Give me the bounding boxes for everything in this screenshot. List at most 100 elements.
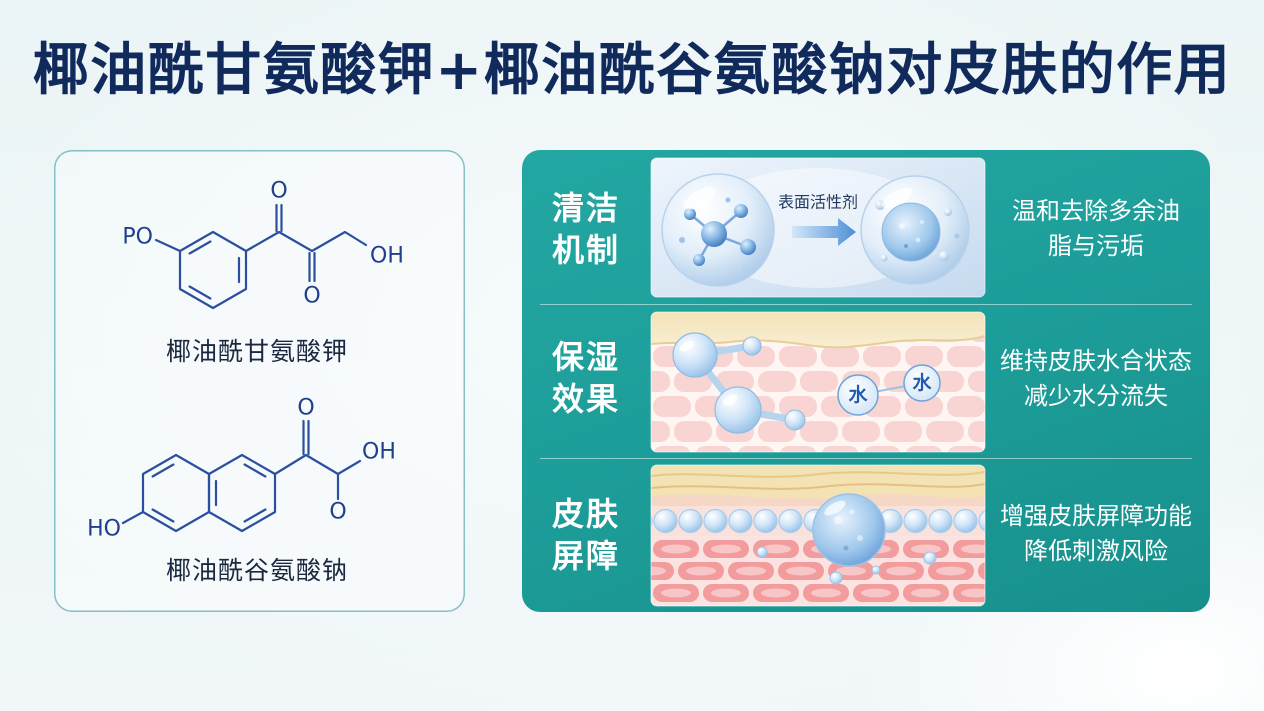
atom-label-oh: OH	[370, 244, 404, 269]
naphthalene-ring-right	[207, 453, 277, 533]
blob-texture	[843, 545, 849, 551]
cleansing-illustration: 表面活性剂	[651, 158, 985, 297]
micro-bubble	[880, 254, 888, 262]
molecule-atom	[734, 204, 748, 218]
aromatic-double-bond	[188, 240, 212, 255]
molecule-atom	[693, 254, 705, 266]
structure-sodium-cocoyl-glutamate	[121, 419, 362, 533]
description-line: 减少水分流失	[1024, 382, 1168, 410]
surfactant-label: 表面活性剂	[778, 193, 858, 212]
structure-potassium-cocoyl-glycinate	[154, 203, 368, 310]
chemical-structures: PO O O OH O OH O HO	[87, 179, 404, 542]
description-line: 降低刺激风险	[1024, 537, 1168, 565]
atom-label-o: O	[303, 284, 320, 309]
barrier-reinforcement	[756, 493, 937, 585]
water-badge-label: 水	[912, 372, 932, 394]
water-molecules	[672, 332, 806, 434]
effect-description-barrier: 增强皮肤屏障功能 降低刺激风险	[986, 499, 1206, 569]
water-badge: 水	[837, 374, 879, 416]
surfactant-sphere	[661, 173, 775, 287]
effect-description-moisturizing: 维持皮肤水合状态 减少水分流失	[986, 344, 1206, 414]
aromatic-double-bond	[243, 463, 267, 478]
description-line: 增强皮肤屏障功能	[1000, 502, 1192, 530]
stratum-corneum-band	[651, 312, 985, 348]
substituent-bond	[121, 510, 145, 525]
effect-label-cleansing: 清洁 机制	[536, 187, 636, 271]
blob-texture	[849, 509, 855, 515]
micro-bubble	[871, 565, 881, 575]
atom-label-o: O	[329, 500, 346, 525]
dirt-texture	[899, 223, 905, 229]
effect-illustrations: 表面活性剂	[650, 157, 986, 607]
effect-label-line: 清洁	[551, 189, 620, 227]
sphere-highlight	[881, 187, 913, 209]
blob-texture	[857, 535, 863, 541]
cleaned-sphere	[860, 175, 970, 285]
atom-label-oh: OH	[362, 440, 396, 465]
substituent-bond	[154, 238, 182, 253]
moisturizing-illustration: 水 水	[651, 312, 985, 452]
atom-label-po: PO	[122, 225, 153, 250]
micro-bubble	[756, 546, 768, 558]
effect-label-line: 保湿	[551, 338, 620, 376]
barrier-blob	[812, 493, 886, 567]
atom-label-o: O	[270, 179, 287, 204]
row-divider	[540, 304, 1192, 305]
band-stripe	[651, 483, 985, 490]
micro-bubble	[679, 237, 685, 243]
sphere-highlight	[722, 394, 738, 406]
micro-bubble	[923, 551, 937, 565]
illustration-frame	[650, 157, 986, 298]
compound-name-glycinate: 椰油酰甘氨酸钾	[165, 337, 348, 366]
micro-bubble	[954, 233, 960, 239]
side-chain	[244, 230, 368, 253]
effect-label-line: 屏障	[551, 537, 620, 575]
water-sphere	[784, 409, 806, 431]
effect-label-line: 机制	[551, 231, 620, 269]
structures-panel: PO O O OH O OH O HO	[54, 150, 465, 612]
dirt-texture	[915, 237, 921, 243]
arrow-right-icon	[792, 218, 856, 246]
band-edge	[651, 494, 985, 506]
trapped-dirt	[881, 202, 941, 262]
stratum-corneum-band	[651, 465, 985, 499]
water-sphere	[714, 386, 762, 434]
illustration-frame	[650, 311, 986, 453]
molecule-atom	[701, 221, 727, 247]
sphere-highlight	[679, 340, 695, 352]
description-line: 维持皮肤水合状态	[1000, 347, 1192, 375]
aromatic-double-bond	[188, 285, 212, 300]
water-badge-label: 水	[848, 384, 868, 406]
page-title: 椰油酰甘氨酸钾+椰油酰谷氨酸钠对皮肤的作用	[32, 38, 1232, 103]
aromatic-double-bond	[151, 508, 175, 523]
molecule-atom	[740, 239, 756, 255]
effect-label-line: 皮肤	[551, 495, 620, 533]
water-badge: 水	[903, 364, 941, 402]
dirt-texture	[904, 244, 908, 248]
sphere-highlight	[824, 500, 846, 516]
illustration-frame	[650, 464, 986, 607]
effect-label-moisturizing: 保湿 效果	[536, 336, 636, 420]
benzene-ring	[178, 230, 248, 310]
micro-bubble	[741, 265, 747, 271]
water-sphere	[742, 336, 762, 356]
naphthalene-ring-left	[141, 453, 211, 533]
aromatic-double-bond	[151, 463, 175, 478]
row-divider	[540, 458, 1192, 459]
description-line: 脂与污垢	[1048, 232, 1144, 260]
barrier-illustration	[651, 465, 985, 606]
micro-bubble	[829, 571, 843, 585]
compound-name-glutamate: 椰油酰谷氨酸钠	[165, 556, 348, 585]
aromatic-double-bond	[243, 508, 267, 523]
water-badge-circle	[837, 374, 879, 416]
description-line: 温和去除多余油	[1012, 197, 1180, 225]
side-chain	[273, 453, 362, 476]
micro-bubble	[725, 197, 731, 203]
atom-label-o: O	[297, 396, 314, 421]
blob-texture	[834, 516, 842, 524]
band-stripe	[651, 471, 985, 478]
molecule-atom	[684, 208, 696, 220]
effect-label-line: 效果	[551, 380, 620, 418]
effects-panel: 表面活性剂	[522, 150, 1210, 612]
